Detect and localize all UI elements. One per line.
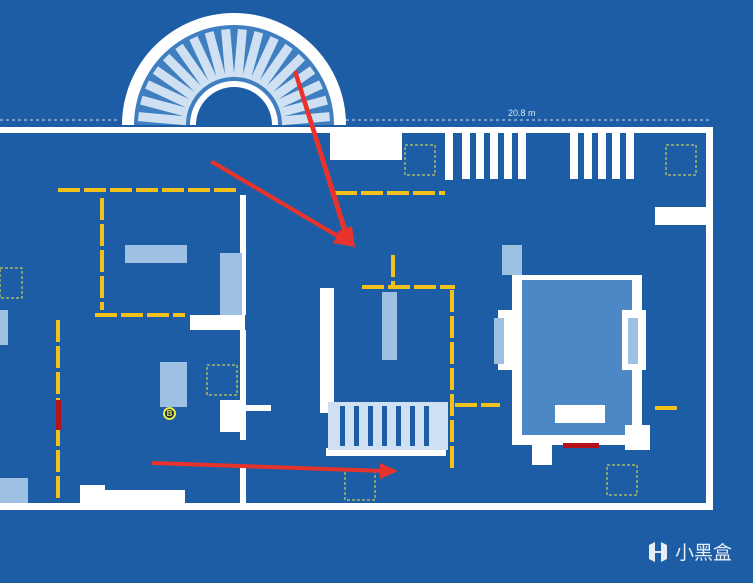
rotunda-ray bbox=[175, 43, 211, 89]
main-hall bbox=[498, 245, 650, 465]
rotunda-ray bbox=[189, 36, 218, 84]
objective-marker[interactable]: B bbox=[163, 407, 176, 420]
watermark-text: 小黑盒 bbox=[675, 543, 733, 564]
watermark: 小黑盒 bbox=[646, 538, 732, 565]
rotunda-ray bbox=[257, 43, 293, 89]
rotunda-ray bbox=[279, 95, 328, 117]
scale-label: 20.8 m bbox=[508, 108, 536, 118]
rotunda-ray bbox=[270, 66, 316, 102]
stairs bbox=[328, 131, 634, 450]
red-arrows bbox=[152, 70, 398, 479]
rotunda-ray bbox=[275, 80, 323, 109]
barricades bbox=[56, 188, 680, 500]
rotunda-ray bbox=[233, 28, 247, 78]
rotunda bbox=[122, 13, 346, 126]
rotunda-ray bbox=[250, 36, 279, 84]
rotunda-ray bbox=[281, 112, 331, 126]
rotunda-ray bbox=[204, 31, 226, 80]
rotunda-ray bbox=[221, 28, 235, 78]
inner-walls bbox=[0, 130, 710, 505]
rotunda-ray bbox=[152, 66, 198, 102]
rotunda-ray bbox=[140, 95, 189, 117]
rotunda-ray bbox=[145, 80, 193, 109]
xiaoheihe-logo-icon bbox=[649, 541, 667, 562]
rotunda-ray bbox=[137, 112, 187, 126]
rotunda-ray bbox=[242, 31, 264, 80]
rotunda-ray bbox=[162, 53, 204, 95]
furniture bbox=[0, 245, 638, 503]
reinforced-wall bbox=[56, 400, 61, 430]
rotunda-ray bbox=[264, 53, 306, 95]
